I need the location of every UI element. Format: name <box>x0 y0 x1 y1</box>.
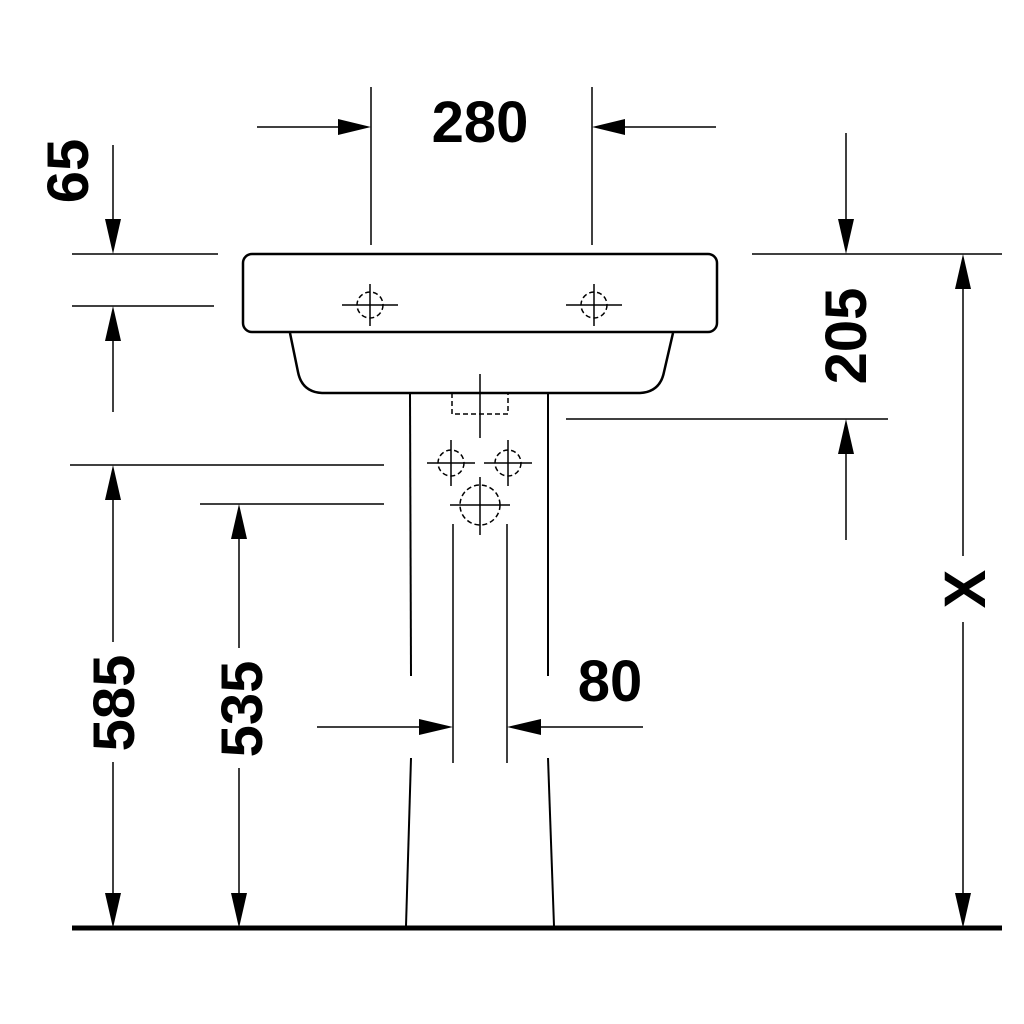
dimension-x: X <box>933 254 998 928</box>
dim-label-65: 65 <box>36 139 101 204</box>
dimension-585: 585 <box>70 464 384 928</box>
basin-rim <box>241 252 719 334</box>
dimension-280: 280 <box>257 87 716 245</box>
dim-label-535: 535 <box>210 661 275 758</box>
pedestal <box>405 393 555 927</box>
dimension-65: 65 <box>36 139 218 412</box>
dim-label-80: 80 <box>578 649 643 714</box>
dimension-535: 535 <box>200 503 384 928</box>
waste-trap <box>451 374 509 438</box>
basin-bowl <box>288 332 675 395</box>
dimension-80: 80 <box>317 649 643 735</box>
dim-label-205: 205 <box>814 288 879 385</box>
dimension-205: 205 <box>566 133 1002 540</box>
dim-label-x: X <box>933 569 998 608</box>
tap-hole-right <box>566 284 622 326</box>
dim-label-280: 280 <box>432 90 529 155</box>
tap-hole-left <box>342 284 398 326</box>
dim-label-585: 585 <box>82 655 147 752</box>
supply-connections <box>427 440 532 535</box>
